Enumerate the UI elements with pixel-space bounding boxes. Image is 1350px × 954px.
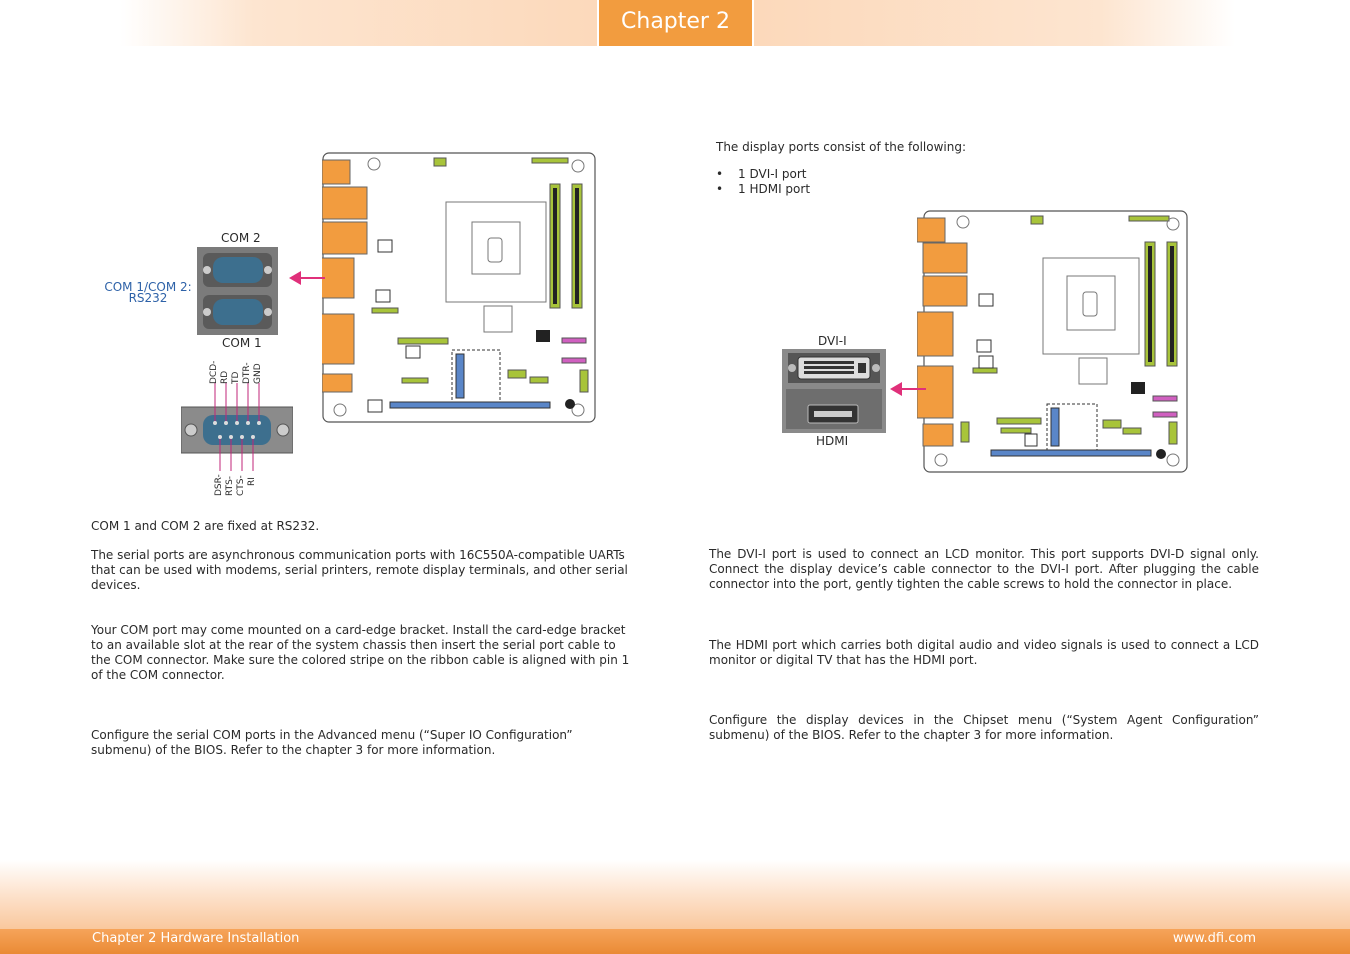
- list-item: 1 DVI-I port: [716, 167, 810, 182]
- chapter-tab: Chapter 2: [597, 0, 754, 46]
- pin-label: RTS-: [225, 475, 235, 496]
- pin-label: RI: [247, 477, 257, 486]
- db9-pinout-image: [181, 383, 293, 471]
- pin-label: GND: [253, 363, 263, 384]
- display-port-list: 1 DVI-I port 1 HDMI port: [716, 167, 810, 197]
- left-paragraph-3: Your COM port may come mounted on a card…: [91, 623, 630, 682]
- display-intro: The display ports consist of the followi…: [716, 140, 967, 154]
- pin-label: DSR-: [214, 474, 224, 496]
- com1-label: COM 1: [222, 336, 262, 350]
- right-paragraph-1: The DVI-I port is used to connect an LCD…: [709, 547, 1259, 591]
- pin-label: CTS-: [236, 475, 246, 496]
- motherboard-diagram-right: [917, 210, 1188, 473]
- arrow-icon: [890, 382, 926, 396]
- com-type-line2: RS232: [128, 291, 168, 305]
- com-type-label: COM 1/COM 2: RS232: [100, 280, 196, 305]
- dvi-hdmi-connector-image: [782, 349, 886, 433]
- right-paragraph-3: Configure the display devices in the Chi…: [709, 713, 1259, 742]
- left-paragraph-4: Configure the serial COM ports in the Ad…: [91, 728, 573, 757]
- db9-double-connector-image: [197, 247, 278, 335]
- pin-label: TD: [231, 371, 241, 384]
- dvi-label: DVI-I: [818, 334, 847, 348]
- footer-band: [0, 860, 1350, 930]
- right-paragraph-2: The HDMI port which carries both digital…: [709, 638, 1259, 667]
- left-paragraph-1: COM 1 and COM 2 are fixed at RS232.: [91, 519, 320, 533]
- list-item: 1 HDMI port: [716, 182, 810, 197]
- pin-label: DTR-: [242, 362, 252, 384]
- footer-chapter-title: Chapter 2 Hardware Installation: [92, 931, 300, 946]
- com2-label: COM 2: [221, 231, 261, 245]
- arrow-icon: [289, 271, 325, 285]
- com-type-line1: COM 1/COM 2:: [104, 280, 192, 294]
- footer-website-link[interactable]: www.dfi.com: [1172, 931, 1256, 946]
- left-paragraph-2: The serial ports are asynchronous commun…: [91, 548, 628, 592]
- pin-label: DCD-: [209, 360, 219, 384]
- footer-bar: [0, 929, 1350, 954]
- pin-label: RD: [220, 370, 230, 384]
- motherboard-diagram-left: [322, 152, 596, 423]
- hdmi-label: HDMI: [816, 434, 849, 448]
